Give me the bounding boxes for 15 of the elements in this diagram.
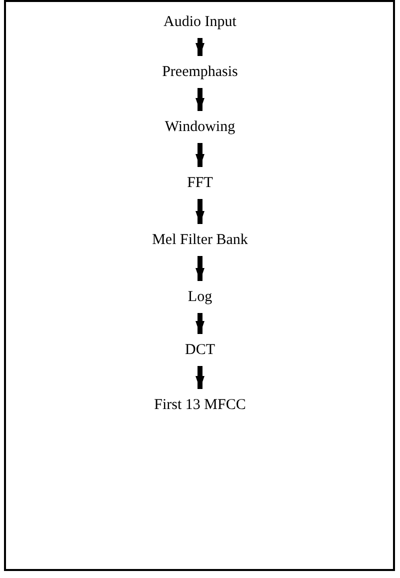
arrow [196, 366, 204, 389]
arrow [196, 88, 204, 111]
step-label: Preemphasis [162, 64, 238, 80]
arrow [196, 143, 204, 167]
step-label: Log [188, 290, 212, 304]
step-label: FFT [187, 176, 213, 190]
step-label: First 13 MFCC [154, 398, 246, 412]
arrow [196, 199, 204, 224]
step-label: Windowing [164, 120, 236, 134]
arrow [196, 38, 204, 56]
step-label: DCT [185, 342, 215, 358]
step-label: Audio Input [164, 14, 236, 30]
arrow [196, 256, 204, 281]
arrow [196, 313, 204, 334]
step-label: Mel Filter Bank [152, 232, 248, 248]
